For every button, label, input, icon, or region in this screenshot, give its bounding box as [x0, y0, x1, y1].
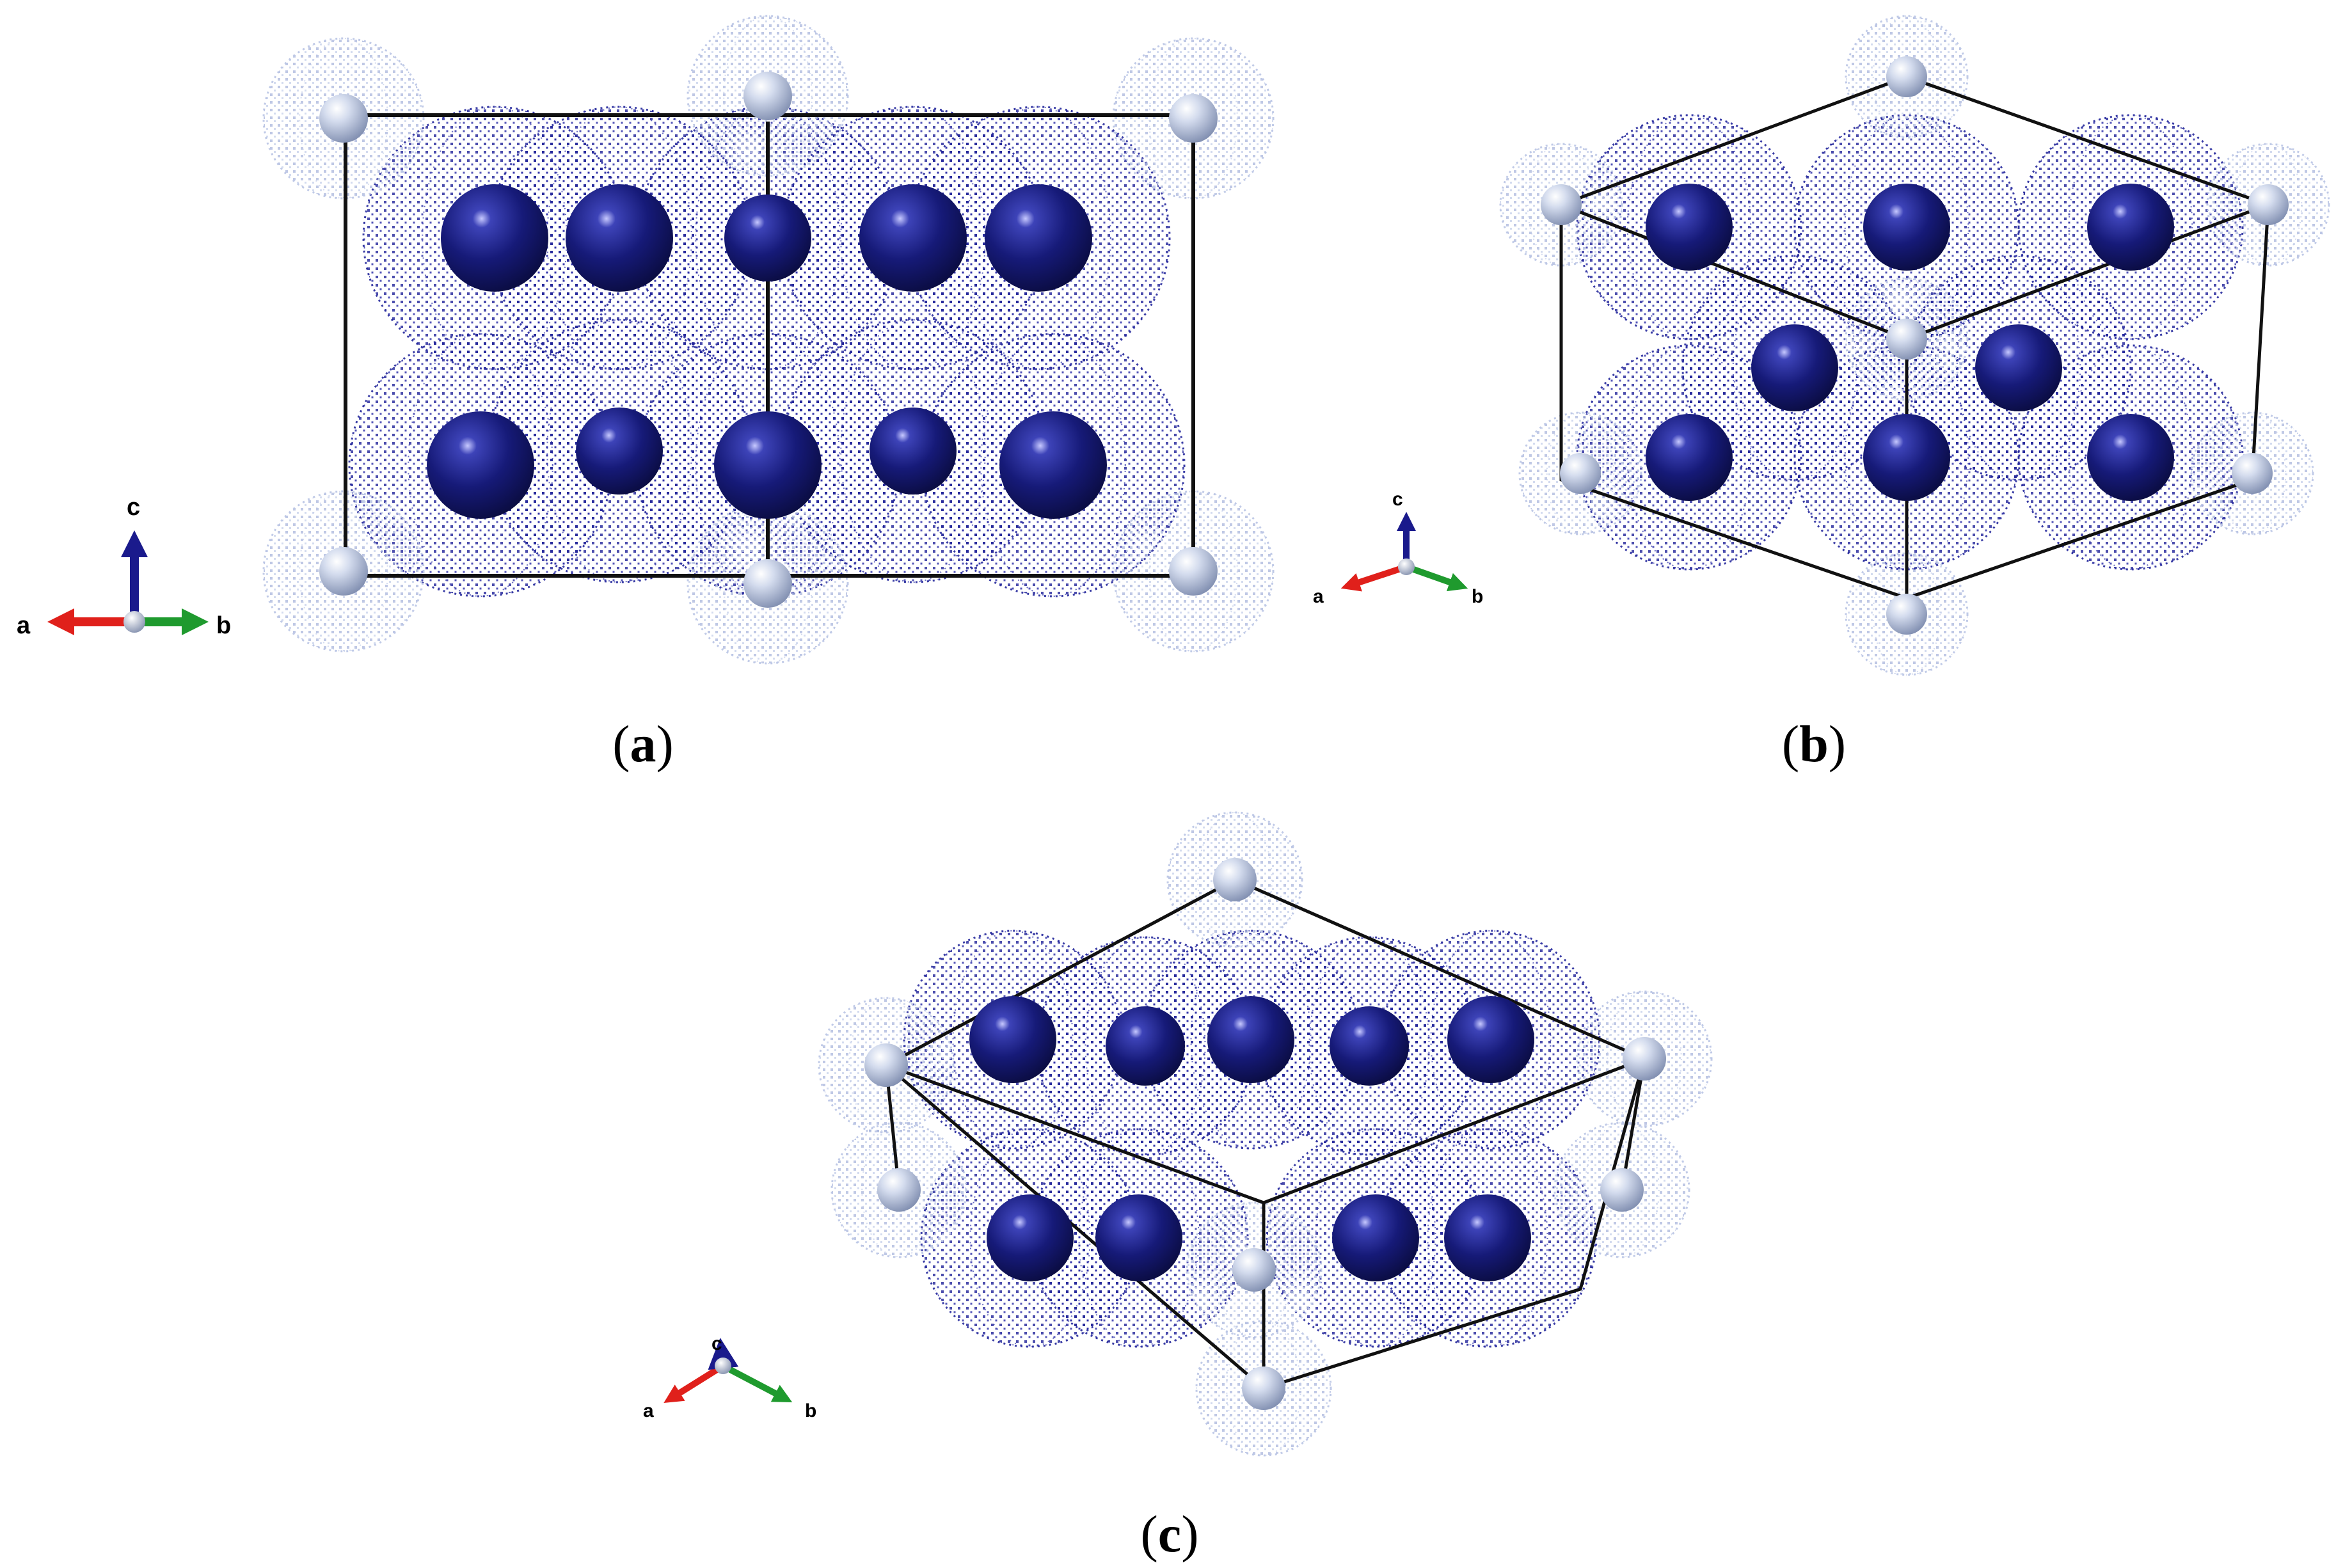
- dark-atom: [999, 411, 1107, 519]
- axis-origin: [715, 1358, 731, 1374]
- dark-atom: [1095, 1194, 1182, 1281]
- dark-atom: [1330, 1006, 1409, 1086]
- panel-b: a b c (b): [1313, 15, 2330, 773]
- dark-atom: [859, 184, 967, 292]
- dark-atom: [987, 1194, 1074, 1281]
- panel-b-atoms: [1541, 56, 2289, 635]
- light-atom: [1600, 1168, 1644, 1212]
- panel-a: a b c (a): [17, 15, 1275, 773]
- dark-atom: [1444, 1194, 1531, 1281]
- dark-atom: [2087, 414, 2174, 501]
- panel-a-atoms: [319, 72, 1218, 608]
- dark-atom: [1646, 414, 1733, 501]
- light-atom: [877, 1168, 921, 1212]
- axis-b-label: b: [216, 612, 231, 639]
- panel-b-axis-triad: a b c: [1313, 489, 1483, 607]
- light-atom: [319, 94, 368, 143]
- light-atom: [319, 547, 368, 596]
- panel-c-caption: (c): [1140, 1505, 1198, 1563]
- panel-c-axis-triad: a b c: [643, 1333, 816, 1421]
- light-atom: [2248, 184, 2289, 225]
- light-atom: [1213, 858, 1257, 901]
- axis-a-arrow: [1340, 564, 1408, 592]
- light-atom: [1242, 1366, 1285, 1410]
- axis-origin: [1398, 558, 1415, 575]
- dark-atom: [985, 184, 1092, 292]
- axis-c-label: c: [127, 494, 140, 521]
- light-atom: [1560, 453, 1601, 494]
- light-atom: [1886, 594, 1927, 635]
- panel-c-atoms: [864, 858, 1666, 1410]
- dark-atom: [714, 411, 822, 519]
- dark-atom: [1207, 996, 1294, 1083]
- light-atom: [1169, 94, 1218, 143]
- panel-a-axis-triad: a b c: [17, 494, 231, 639]
- dark-atom: [870, 408, 957, 495]
- axis-b-arrow: [721, 1363, 793, 1402]
- light-atom: [743, 559, 792, 608]
- dark-atom: [576, 408, 663, 495]
- light-atom: [2232, 453, 2273, 494]
- dark-atom: [1332, 1194, 1419, 1281]
- dark-atom: [1975, 324, 2062, 411]
- axis-b-label: b: [1472, 586, 1483, 607]
- axis-b-arrow: [1405, 564, 1468, 592]
- axis-c-label: c: [1392, 489, 1403, 510]
- dark-atom: [1751, 324, 1838, 411]
- light-atom: [864, 1043, 908, 1087]
- light-atom: [1886, 319, 1927, 360]
- light-atom: [1623, 1037, 1666, 1081]
- axis-a-label: a: [1313, 586, 1324, 607]
- dark-atom: [1863, 184, 1950, 271]
- light-atom: [1232, 1248, 1276, 1292]
- dark-atom: [1447, 996, 1534, 1083]
- dark-atom: [441, 184, 548, 292]
- dark-atom: [724, 194, 811, 281]
- panel-b-caption: (b): [1782, 715, 1846, 773]
- light-atom: [1541, 184, 1582, 225]
- axis-a-arrow: [663, 1363, 725, 1403]
- axis-a-label: a: [643, 1400, 654, 1421]
- dark-atom: [566, 184, 673, 292]
- axis-c-label: c: [711, 1333, 722, 1354]
- light-atom: [1886, 56, 1927, 97]
- light-atom: [1169, 547, 1218, 596]
- dark-atom: [427, 411, 534, 519]
- dark-atom: [2087, 184, 2174, 271]
- light-atom: [743, 72, 792, 120]
- panel-a-caption: (a): [612, 715, 674, 773]
- dark-atom: [1863, 414, 1950, 501]
- dark-atom: [1646, 184, 1733, 271]
- panel-c: a b c (c): [643, 811, 1713, 1563]
- axis-origin: [123, 611, 145, 633]
- dark-atom: [1106, 1006, 1185, 1086]
- axis-a-label: a: [17, 612, 31, 639]
- dark-atom: [969, 996, 1056, 1083]
- axis-b-label: b: [805, 1400, 816, 1421]
